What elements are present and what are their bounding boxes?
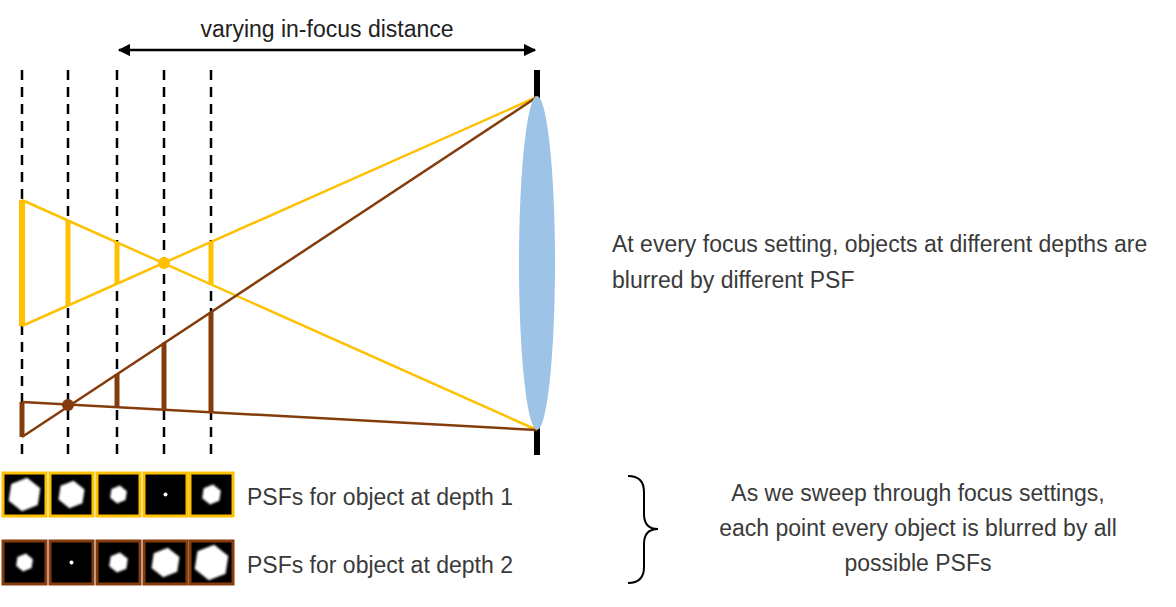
psf-frame [190,541,233,584]
lens [519,96,555,430]
psf-hexagon [9,478,41,512]
explanation-note: At every focus setting, objects at diffe… [612,226,1168,298]
psf-thumbnails [3,473,233,584]
dimension-label: varying in-focus distance [157,15,497,43]
psf-hexagon [110,486,127,504]
psf-hexagon [202,485,221,505]
psf-point [164,493,168,497]
psf-frame [144,473,187,516]
psf-row-label: PSFs for object at depth 2 [247,550,607,580]
psf-hexagon [16,554,33,572]
psf-point [70,561,74,565]
brown-focus-point [62,399,74,411]
psf-frame [97,473,140,516]
psf-row-label: PSFs for object at depth 1 [247,482,607,512]
psf-frame [50,541,93,584]
yellow-focus-point [158,257,170,269]
brown-ray-bundle [22,97,537,437]
psf-hexagon [109,553,128,573]
psf-frame [3,541,46,584]
psf-frame [97,541,140,584]
psf-hexagon [58,481,84,509]
psf-hexagon [152,548,180,578]
focus-plane-lines [22,70,211,455]
range-arrow [119,49,535,52]
psf-frame [50,473,93,516]
psf-frame [190,473,233,516]
psf-hexagon [195,545,229,581]
psf-frame [144,541,187,584]
psf-frame [3,473,46,516]
conclusion-note: As we sweep through focus settings, each… [712,476,1124,581]
brace [628,476,658,583]
